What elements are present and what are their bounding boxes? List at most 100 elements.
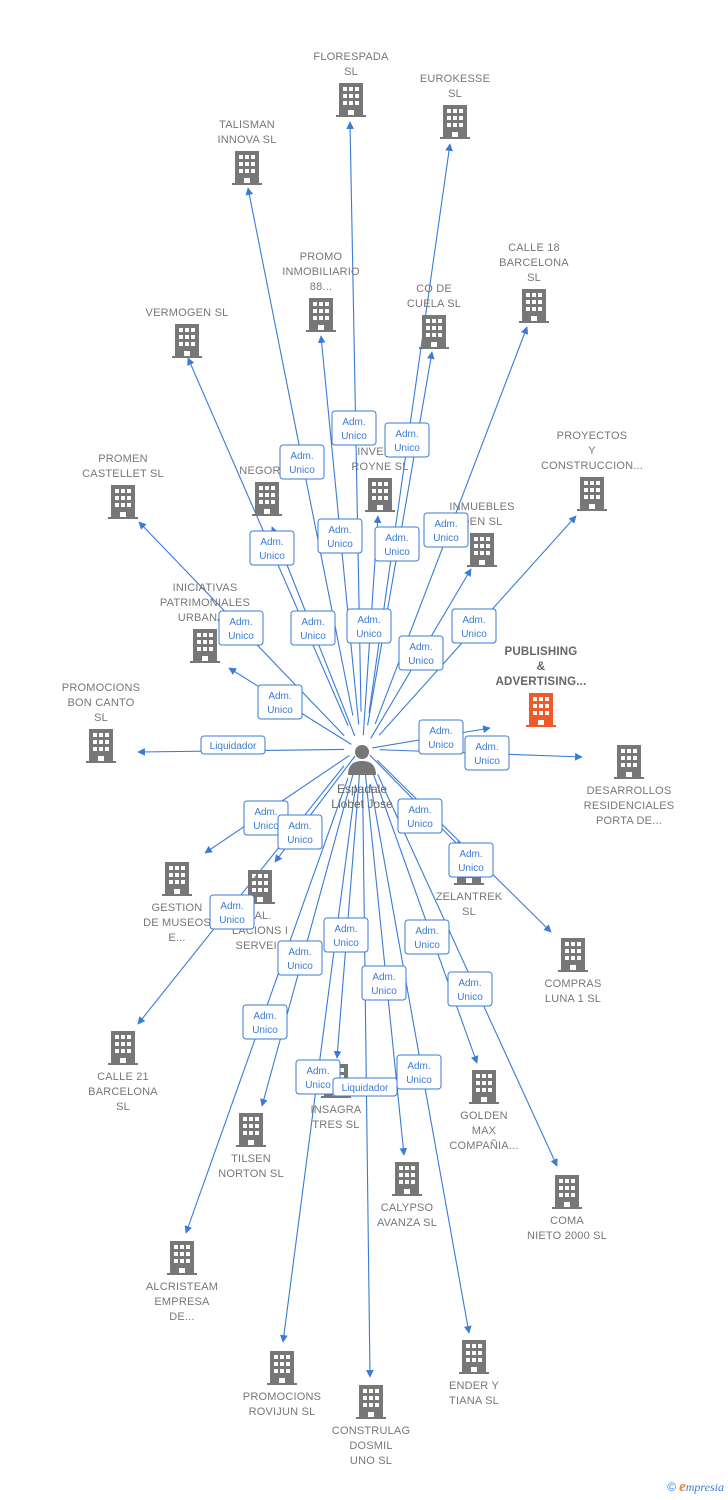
- company-label-line: LUNA 1 SL: [545, 993, 601, 1005]
- role-badge-compras[interactable]: Adm.Unico: [448, 842, 494, 878]
- badge-box: [279, 444, 325, 480]
- company-label-line: BARCELONA: [499, 257, 569, 269]
- company-label-line: CONSTRUCCION...: [541, 460, 643, 472]
- company-node-publishing[interactable]: PUBLISHING&ADVERTISING...: [496, 646, 587, 727]
- company-label-line: NORTON SL: [218, 1168, 284, 1180]
- building-icon: [419, 315, 449, 349]
- role-badge-instal[interactable]: Adm.Unico: [277, 814, 323, 850]
- company-label-line: MAX: [472, 1125, 497, 1137]
- edge-to-calypso: [364, 773, 408, 1156]
- building-icon: [162, 862, 192, 896]
- company-label-line: SERVEIS: [236, 940, 285, 952]
- building-icon: [167, 1241, 197, 1275]
- brand-footer[interactable]: ©empresia: [667, 1479, 724, 1496]
- role-badge-promo[interactable]: Adm.Unico: [331, 410, 377, 446]
- badge-text: Liquidador: [210, 741, 257, 752]
- role-badge-royne[interactable]: Adm.Unico: [374, 526, 420, 562]
- company-node-proyectos[interactable]: PROYECTOSYCONSTRUCCION...: [541, 430, 643, 511]
- company-label-line: GESTION: [152, 902, 203, 914]
- person-name-line: Llobet Jose: [331, 797, 393, 811]
- company-label-line: EMPRESA: [154, 1296, 210, 1308]
- badge-box: [257, 684, 303, 720]
- role-badge-promen[interactable]: Adm.Unico: [257, 684, 303, 720]
- role-badge-insagra-liq[interactable]: Liquidador: [332, 1077, 398, 1097]
- building-icon: [519, 289, 549, 323]
- role-badge-talisman[interactable]: Adm.Unico: [279, 444, 325, 480]
- badge-box: [209, 894, 255, 930]
- role-badge-calypso[interactable]: Adm. Unico: [404, 919, 450, 955]
- badge-text: Unico: [253, 821, 279, 832]
- company-node-vermogen[interactable]: VERMOGEN SL: [146, 307, 229, 358]
- role-badge-eurokesse[interactable]: Adm.Unico: [423, 512, 469, 548]
- company-label-line: TALISMAN: [219, 119, 275, 131]
- role-badge-desarrollos[interactable]: Adm.Unico: [464, 735, 510, 771]
- badge-text: Unico: [414, 940, 440, 951]
- company-label-line: ALCRISTEAM: [146, 1281, 218, 1293]
- role-badge-florespada[interactable]: Adm.Unico: [317, 518, 363, 554]
- role-badge-golden[interactable]: Adm.Unico: [361, 965, 407, 1001]
- role-badge-bon-canto[interactable]: Liquidador: [200, 735, 266, 755]
- role-badge-inmuebles[interactable]: Adm.Unico: [290, 610, 336, 646]
- role-badge-calle18[interactable]: Adm.Unico: [398, 635, 444, 671]
- company-label-line: 88...: [310, 281, 332, 293]
- badge-text: Adm.: [253, 1011, 276, 1022]
- company-label-line: PATRIMONIALES: [160, 597, 250, 609]
- role-badge-insagra[interactable]: Adm.Unico: [323, 917, 369, 953]
- company-node-golden-max[interactable]: GOLDENMAXCOMPAÑIA...: [449, 1070, 518, 1152]
- company-node-alcristeam[interactable]: ALCRISTEAM EMPRESA DE...: [146, 1241, 218, 1323]
- company-node-promo-inmobiliario[interactable]: PROMOINMOBILIARIO88...: [282, 251, 360, 332]
- company-label-line: &: [537, 661, 546, 673]
- role-badge-zelantrek[interactable]: Adm.Unico: [397, 798, 443, 834]
- role-badge-tilsen[interactable]: Adm.Unico: [277, 940, 323, 976]
- building-icon: [172, 324, 202, 358]
- role-badge-cuela[interactable]: Adm.Unico: [384, 422, 430, 458]
- badge-text: Unico: [228, 631, 254, 642]
- badge-text: Unico: [457, 992, 483, 1003]
- role-badge-coma[interactable]: Adm.Unico: [447, 971, 493, 1007]
- role-badge-calle21[interactable]: Adm.Unico: [209, 894, 255, 930]
- company-label-line: CO DE: [416, 283, 452, 295]
- person-icon: [355, 745, 369, 759]
- badge-box: [346, 608, 392, 644]
- role-badge-rovijun[interactable]: Adm.Unico: [295, 1059, 341, 1095]
- building-icon: [108, 485, 138, 519]
- role-badge-iniciativas[interactable]: Adm.Unico: [218, 610, 264, 646]
- company-label-line: INICIATIVAS: [173, 582, 238, 594]
- badge-text: Adm.: [459, 849, 482, 860]
- role-badge-publishing[interactable]: Adm.Unico: [418, 719, 464, 755]
- role-badge-ender[interactable]: Adm.Unico: [396, 1054, 442, 1090]
- role-badge-alcristeam[interactable]: Adm.Unico: [242, 1004, 288, 1040]
- badge-text: Unico: [259, 551, 285, 562]
- company-label-line: DE...: [169, 1311, 194, 1323]
- badge-text: Unico: [267, 705, 293, 716]
- badge-box: [374, 526, 420, 562]
- role-badge-vermogen[interactable]: Adm.Unico: [346, 608, 392, 644]
- badge-text: Adm.: [415, 926, 438, 937]
- badge-text: Adm.: [254, 807, 277, 818]
- role-badge-proyectos[interactable]: Adm.Unico: [451, 608, 497, 644]
- role-badge-negorva[interactable]: Adm.Unico: [249, 530, 295, 566]
